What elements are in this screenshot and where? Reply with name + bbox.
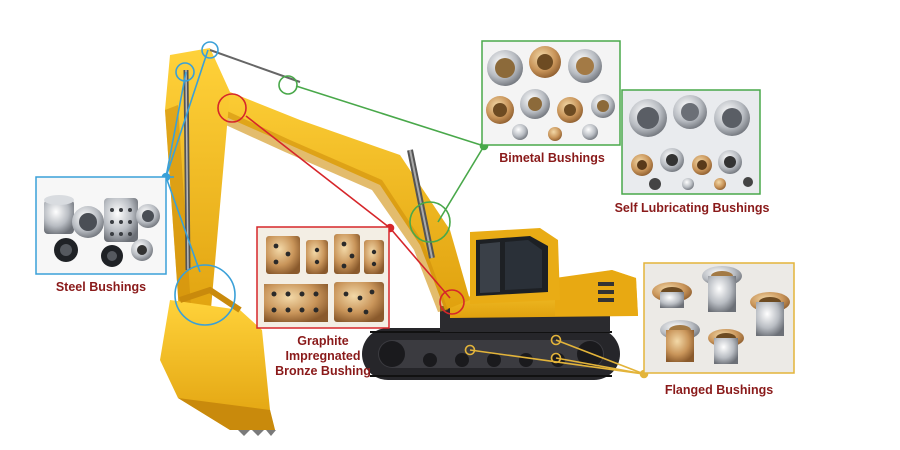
- excavator-bucket: [160, 286, 276, 436]
- excavator-cab: [470, 228, 560, 304]
- excavator: [160, 48, 638, 436]
- callout-flanged: [464, 334, 649, 379]
- steel-bushings-photo: [35, 176, 167, 275]
- excavator-track: [362, 328, 620, 380]
- callout-bimetal: [278, 75, 489, 243]
- graphite-bushing-label-line1: Graphite: [297, 334, 349, 348]
- excavator-arm: [165, 48, 301, 325]
- steel-bushings-label: Steel Bushings: [55, 280, 147, 294]
- callout-graphite: [217, 93, 465, 315]
- graphite-bushing-label-line3: Bronze Bushing: [275, 364, 371, 378]
- callout-steel: [161, 41, 236, 326]
- self-lubricating-bushings-label: Self Lubricating Bushings: [614, 201, 770, 215]
- flanged-bushings-label: Flanged Bushings: [664, 383, 774, 397]
- graphite-bushing-label-line2: Impregnated: [285, 349, 361, 363]
- bimetal-bushings-label: Bimetal Bushings: [499, 151, 605, 165]
- self-lubricating-bushings-photo: [621, 89, 761, 195]
- flanged-bushings-photo: [643, 262, 795, 374]
- graphite-bushings-photo: [256, 226, 390, 329]
- bimetal-bushings-photo: [481, 40, 621, 146]
